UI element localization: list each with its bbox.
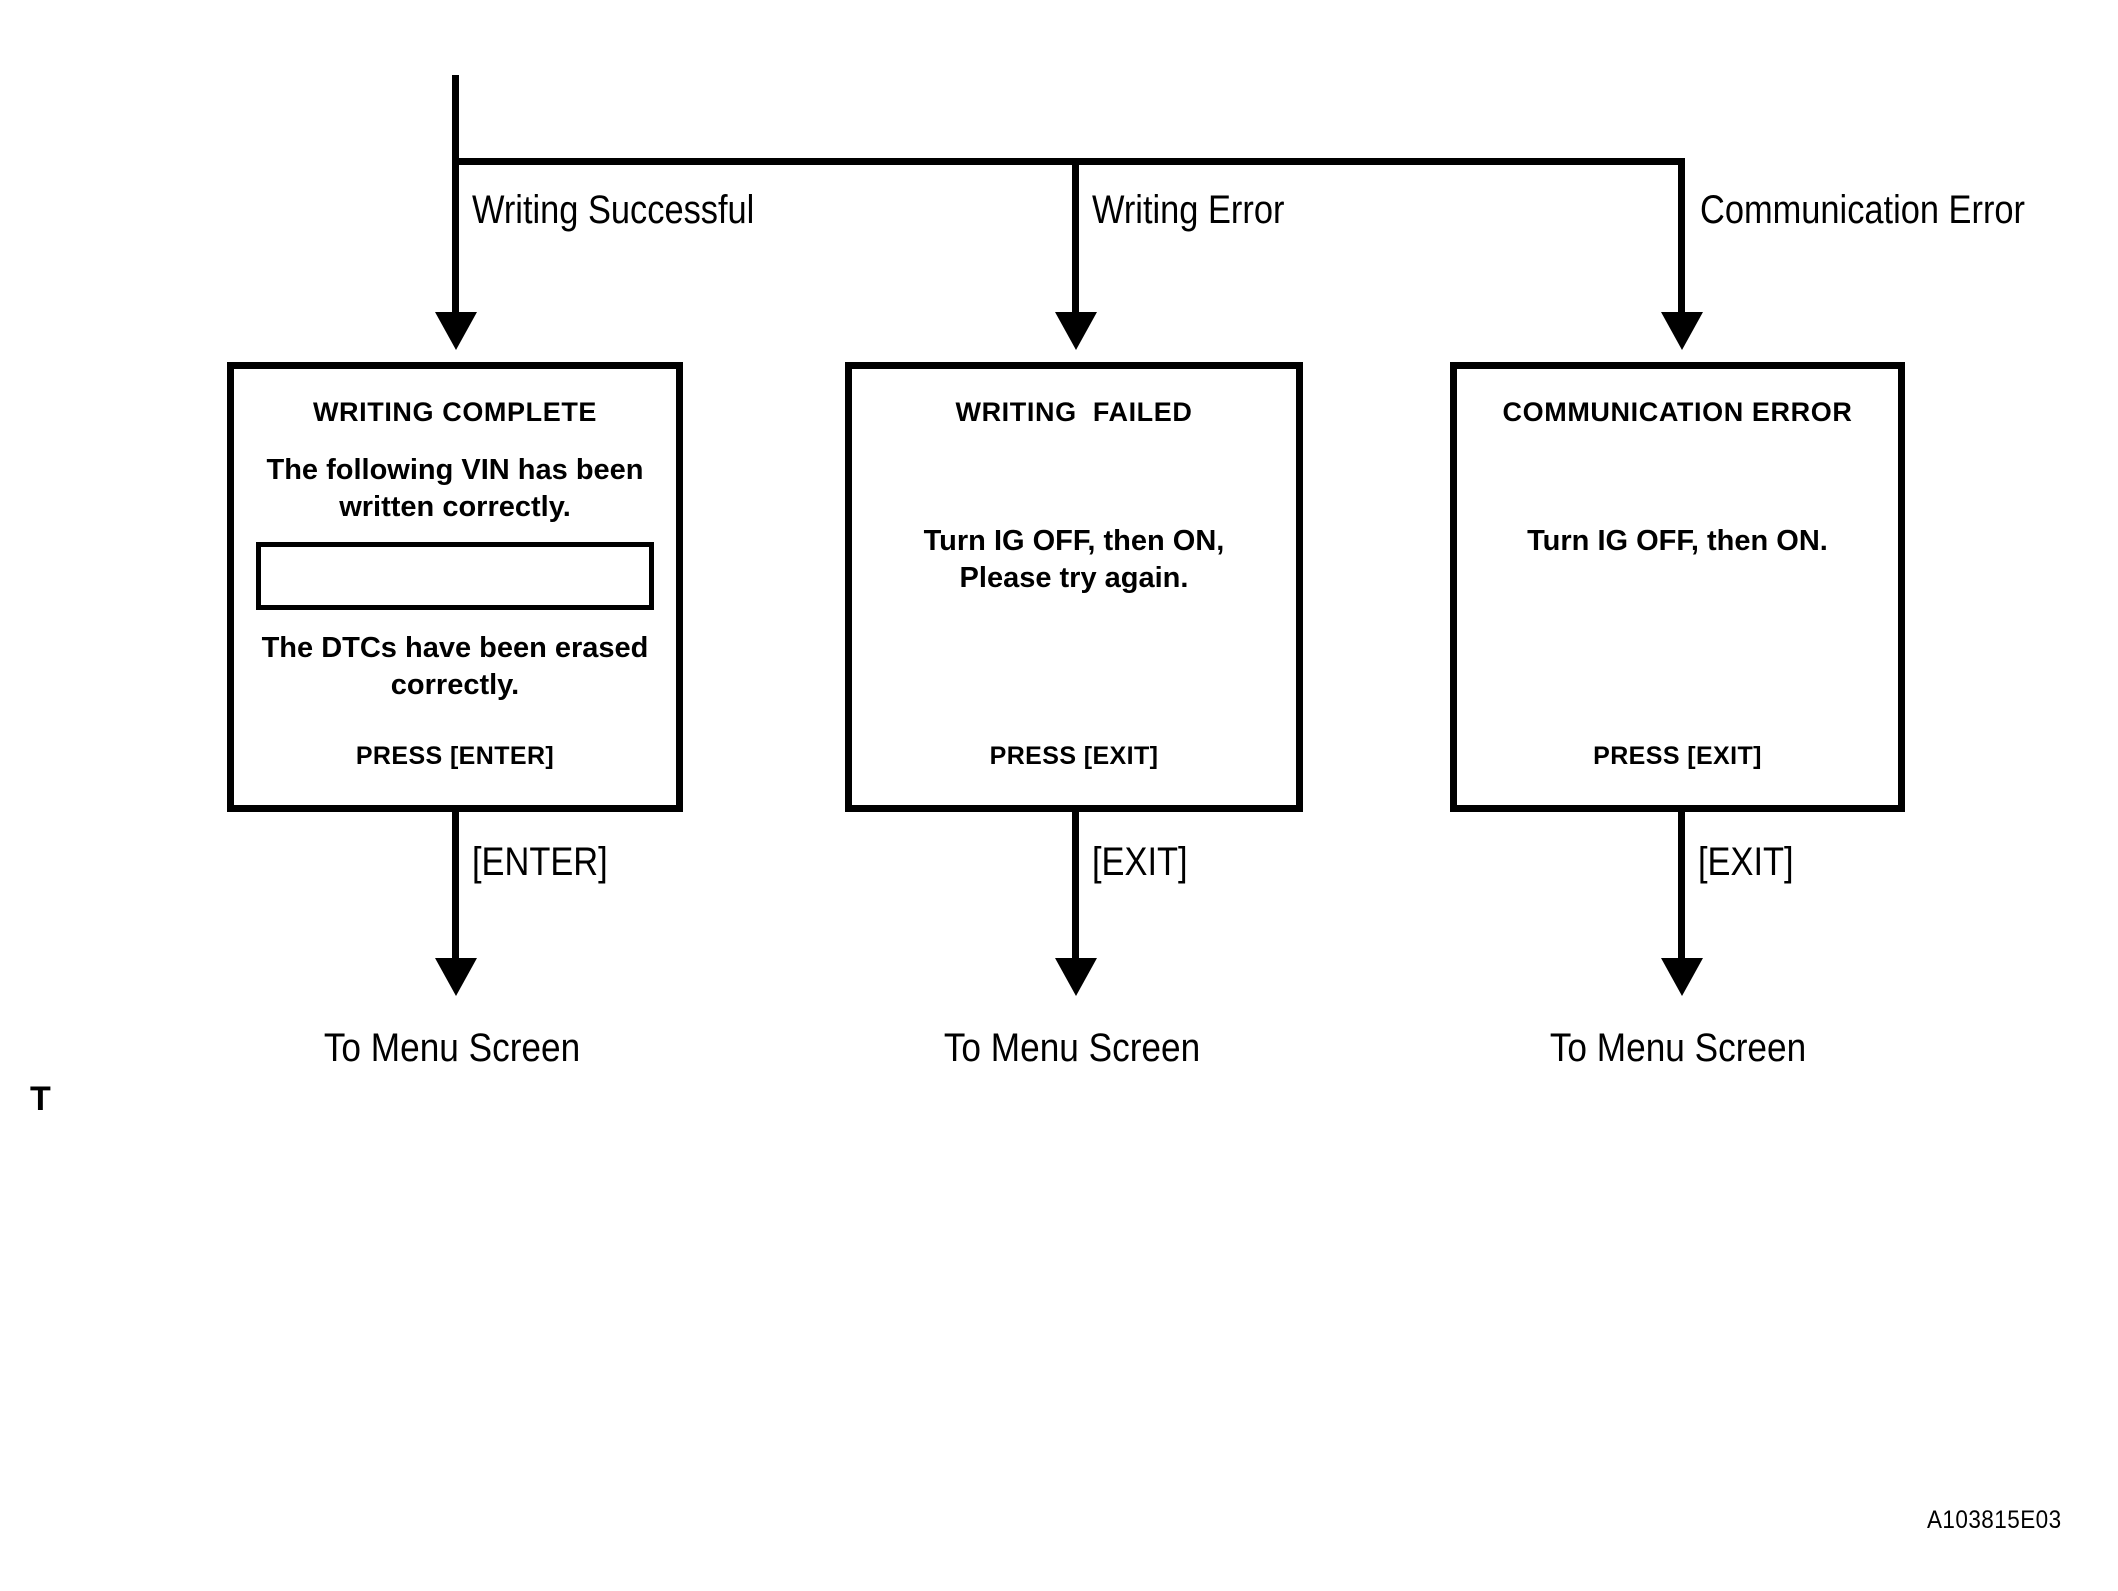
branch-label-writing-successful: Writing Successful — [472, 188, 755, 232]
screen-communication-error: COMMUNICATION ERROR Turn IG OFF, then ON… — [1450, 362, 1905, 812]
exit-key-label-enter: [ENTER] — [472, 840, 608, 884]
branch-line-writing-successful — [452, 158, 459, 318]
terminal-to-menu-screen-3: To Menu Screen — [1549, 1026, 1807, 1070]
exit-key-label-exit-writing-error: [EXIT] — [1092, 840, 1188, 884]
screen-title-writing-failed: WRITING FAILED — [955, 397, 1193, 427]
branch-line-writing-error — [1072, 158, 1079, 318]
branch-label-writing-error: Writing Error — [1092, 188, 1285, 232]
terminal-to-menu-screen-2: To Menu Screen — [943, 1026, 1201, 1070]
exit-line-writing-error — [1072, 812, 1079, 964]
screen-message-dtc-erased: The DTCs have been erased correctly. — [261, 632, 649, 702]
branch-arrow-writing-successful — [435, 312, 477, 350]
branch-arrow-communication-error — [1661, 312, 1703, 350]
screen-title-communication-error: COMMUNICATION ERROR — [1502, 397, 1853, 427]
branch-line-communication-error — [1678, 158, 1685, 318]
terminal-to-menu-screen-1: To Menu Screen — [323, 1026, 581, 1070]
screen-footer-press-enter: PRESS [ENTER] — [355, 742, 555, 770]
screen-message-vin-written: The following VIN has been written corre… — [266, 454, 644, 524]
screen-footer-press-exit-writing-failed: PRESS [EXIT] — [989, 742, 1159, 770]
screen-message-turn-ig-retry: Turn IG OFF, then ON, Please try again. — [923, 525, 1225, 595]
branch-bus-line — [452, 158, 1685, 165]
figure-id-label: A103815E03 — [1927, 1506, 2062, 1534]
vin-value-field[interactable] — [256, 542, 654, 611]
screen-title-writing-complete: WRITING COMPLETE — [312, 397, 598, 427]
screen-footer-press-exit-communication-error: PRESS [EXIT] — [1593, 742, 1762, 770]
exit-arrow-writing-error — [1055, 958, 1097, 996]
screen-writing-complete: WRITING COMPLETE The following VIN has b… — [227, 362, 683, 812]
exit-arrow-writing-successful — [435, 958, 477, 996]
exit-line-writing-successful — [452, 812, 459, 964]
page-corner-mark: T — [30, 1080, 51, 1118]
screen-message-turn-ig: Turn IG OFF, then ON. — [1527, 525, 1828, 557]
screen-writing-failed: WRITING FAILED Turn IG OFF, then ON, Ple… — [845, 362, 1303, 812]
main-trunk-line — [452, 75, 459, 165]
exit-key-label-exit-communication-error: [EXIT] — [1698, 840, 1794, 884]
branch-label-communication-error: Communication Error — [1700, 188, 2025, 232]
exit-arrow-communication-error — [1661, 958, 1703, 996]
branch-arrow-writing-error — [1055, 312, 1097, 350]
exit-line-communication-error — [1678, 812, 1685, 964]
